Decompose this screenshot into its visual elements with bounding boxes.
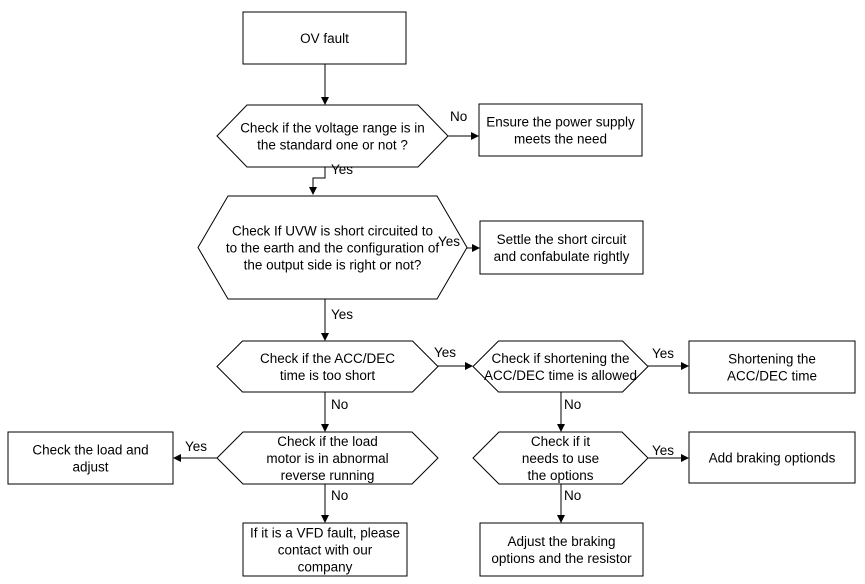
edge-label-d3-to-d5: No — [331, 397, 348, 412]
process-settle-short-circuit-line-2: and confabulate rightly — [494, 249, 630, 264]
decision-shortening-allowed-line-1: Check if shortening the — [491, 351, 629, 366]
decision-load-motor-reverse: Check if the load motor is in abnormal rev… — [216, 431, 439, 485]
process-shortening-acc-dec-line-2: ACC/DEC time — [727, 369, 817, 384]
start-box-ov-fault-line-1: OV fault — [300, 31, 349, 46]
process-ensure-power-supply-line-2: meets the need — [514, 132, 607, 147]
process-adjust-braking-line-2: options and the resistor — [491, 551, 632, 566]
decision-uvw-short-circuit-line-3: the output side is right or not? — [244, 258, 422, 273]
decision-acc-dec-short: Check if the ACC/DEC time is too short — [216, 340, 439, 393]
edge-label-d4-to-d6: No — [564, 397, 581, 412]
process-check-load: Check the load and adjust — [7, 431, 174, 485]
decision-load-motor-reverse-line-2: motor is in abnormal — [266, 451, 388, 466]
edge-label-d5-to-p4: Yes — [185, 439, 207, 454]
process-vfd-fault-contact-line-3: company — [298, 560, 353, 575]
process-vfd-fault-contact: If it is a VFD fault, please contact with… — [242, 522, 408, 577]
decision-load-motor-reverse-line-3: reverse running — [281, 468, 375, 483]
decision-voltage-range-line-1: Check if the voltage range is in — [240, 121, 425, 136]
process-add-braking-line-1: Add braking optionds — [709, 451, 836, 466]
decision-uvw-short-circuit: Check If UVW is short circuited to to the… — [197, 195, 468, 300]
decision-acc-dec-short-line-1: Check if the ACC/DEC — [260, 351, 395, 366]
edge-label-d6-to-p5: Yes — [652, 443, 674, 458]
start-box-ov-fault: OV fault — [242, 11, 407, 65]
process-settle-short-circuit: Settle the short circuit and confabulate … — [479, 220, 644, 275]
edge-label-d1-to-p1: No — [450, 109, 467, 124]
process-vfd-fault-contact-line-1: If it is a VFD fault, please — [250, 526, 400, 541]
process-check-load-line-1: Check the load and — [32, 443, 148, 458]
process-ensure-power-supply: Ensure the power supply meets the need — [478, 103, 643, 157]
process-adjust-braking-line-1: Adjust the braking — [507, 534, 615, 549]
decision-voltage-range-line-2: the standard one or not ? — [257, 138, 408, 153]
decision-uvw-short-circuit-line-2: to the earth and the configuration of — [226, 241, 439, 256]
edge-label-d6-to-p7: No — [564, 488, 581, 503]
edge-label-d3-to-d4: Yes — [434, 345, 456, 360]
process-settle-short-circuit-line-1: Settle the short circuit — [497, 232, 627, 247]
decision-use-options-line-2: needs to use — [522, 451, 599, 466]
decision-uvw-short-circuit-line-1: Check If UVW is short circuited to — [232, 224, 433, 239]
decision-use-options-line-3: the options — [527, 468, 593, 483]
edge-label-d5-to-p6: No — [331, 488, 348, 503]
edge-label-d2-to-p2: Yes — [438, 234, 460, 249]
process-shortening-acc-dec-line-1: Shortening the — [728, 352, 816, 367]
edge-label-d2-to-d3: Yes — [331, 307, 353, 322]
edge-label-d1-to-d2: Yes — [331, 162, 353, 177]
decision-acc-dec-short-line-2: time is too short — [280, 368, 376, 383]
process-add-braking: Add braking optionds — [688, 431, 856, 484]
process-check-load-line-2: adjust — [72, 460, 108, 475]
process-vfd-fault-contact-line-2: contact with our — [278, 543, 373, 558]
decision-load-motor-reverse-line-1: Check if the load — [277, 434, 378, 449]
decision-use-options-line-1: Check if it — [531, 434, 591, 449]
decision-shortening-allowed-line-2: ACC/DEC time is allowed — [484, 368, 637, 383]
decision-voltage-range: Check if the voltage range is in the stan… — [216, 104, 449, 168]
process-adjust-braking: Adjust the braking options and the resist… — [479, 522, 644, 577]
decision-use-options: Check if it needs to use the options — [472, 431, 649, 485]
edge-label-d4-to-p3: Yes — [652, 346, 674, 361]
process-ensure-power-supply-line-1: Ensure the power supply — [486, 115, 635, 130]
arrow-d1-to-d2 — [309, 167, 326, 195]
